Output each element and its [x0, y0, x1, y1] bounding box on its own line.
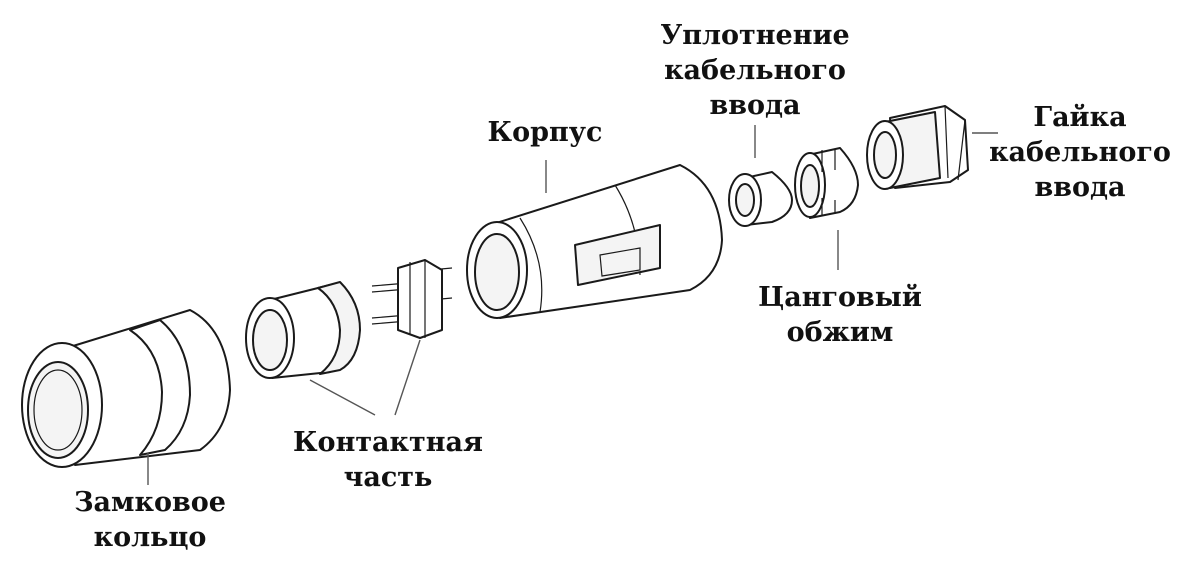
label-line: Замковое [74, 487, 226, 518]
label-line: кабельного [664, 55, 846, 86]
label-line: Гайка [1033, 102, 1127, 133]
cable-entry-seal-part [728, 171, 793, 227]
cable-entry-nut-part [866, 105, 969, 190]
leader-contact-sleeve [309, 379, 376, 416]
label-cable-entry-seal: Уплотнение кабельного ввода [650, 18, 860, 123]
leader-contact-carrier [394, 339, 421, 416]
collet-clamp-part [794, 147, 859, 219]
label-housing: Корпус [470, 115, 620, 150]
label-line: Корпус [487, 117, 603, 148]
leader-lines [147, 125, 998, 485]
label-contact-part: Контактная часть [288, 425, 488, 495]
label-line: ввода [1034, 172, 1126, 203]
label-locking-ring: Замковое кольцо [60, 485, 240, 555]
label-line: Уплотнение [660, 20, 850, 51]
contact-carrier-part [371, 259, 453, 339]
label-line: часть [343, 462, 433, 493]
locking-ring-part [21, 309, 231, 468]
label-line: кабельного [989, 137, 1171, 168]
contact-sleeve-part [245, 281, 361, 379]
label-collet-clamp: Цанговый обжим [750, 280, 930, 350]
label-cable-entry-nut: Гайка кабельного ввода [985, 100, 1175, 205]
label-line: кольцо [93, 522, 207, 553]
label-line: Цанговый [758, 282, 922, 313]
label-line: обжим [786, 317, 894, 348]
label-line: ввода [709, 90, 801, 121]
housing-part [466, 164, 723, 319]
label-line: Контактная [293, 427, 483, 458]
